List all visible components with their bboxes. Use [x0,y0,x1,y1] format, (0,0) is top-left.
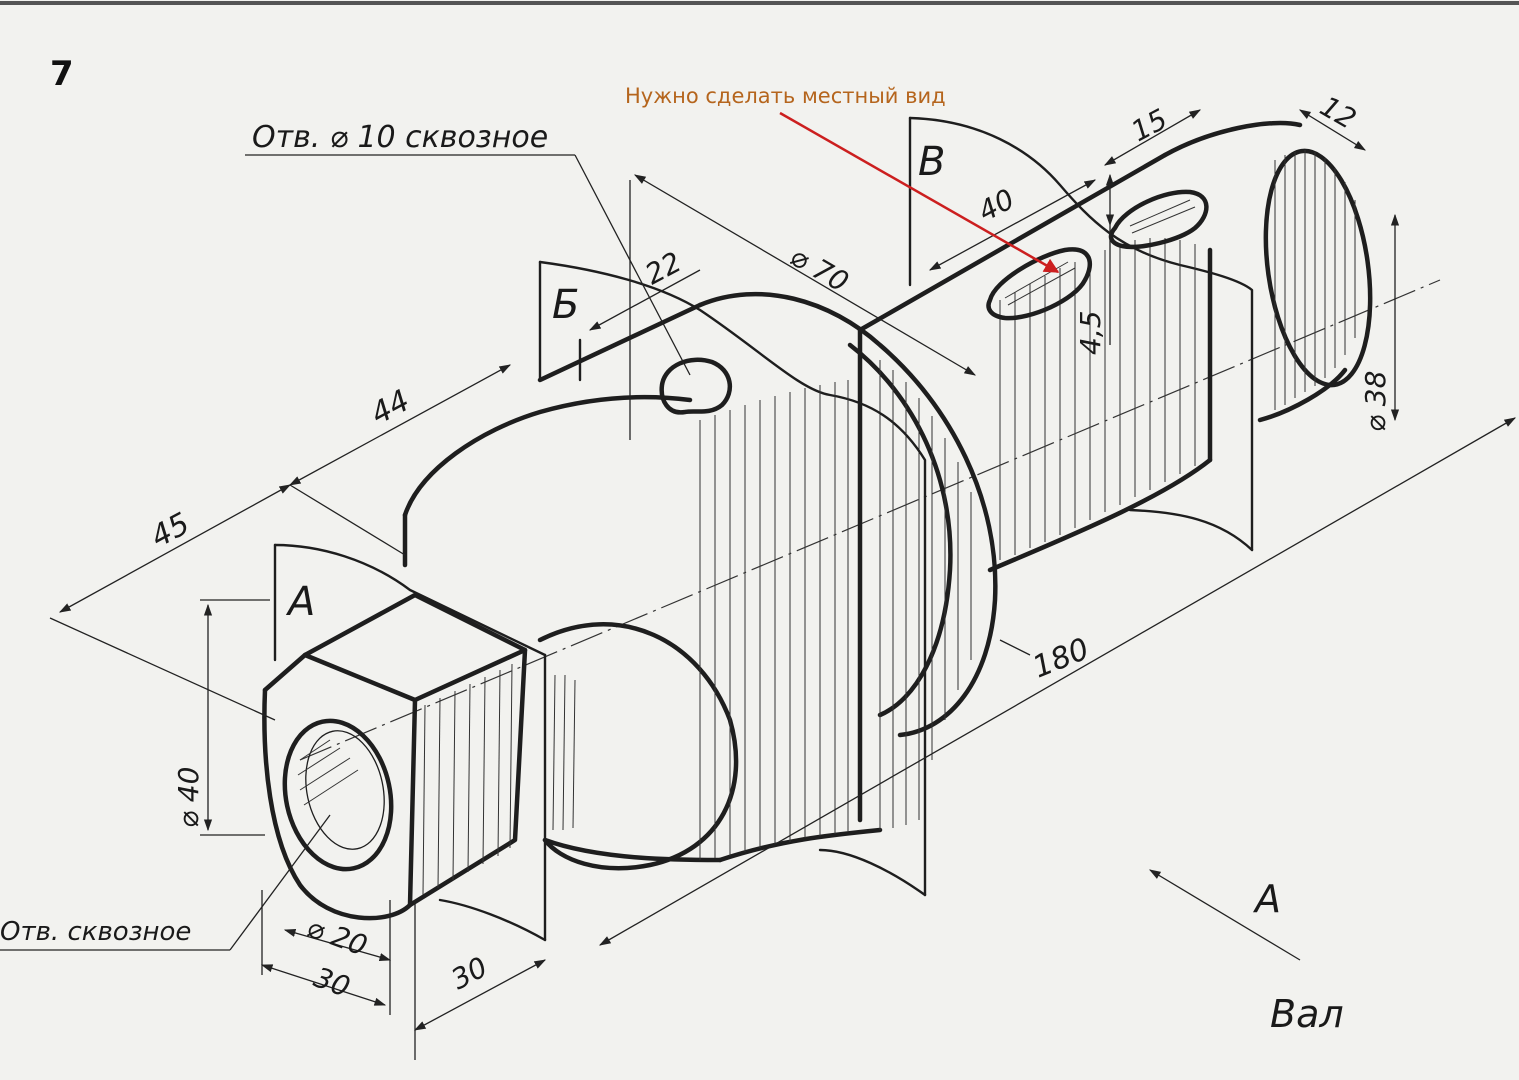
dim-44: 44 [365,383,415,432]
plane-label-v: В [918,139,945,185]
task-number: 7 [50,54,74,94]
flange-d70 [537,291,998,863]
dim-45: 45 [145,506,195,555]
dim-12: 12 [1315,89,1362,135]
right-end-cylinder [1162,120,1373,423]
key-slot-right [1108,189,1209,250]
dim-15: 15 [1126,102,1173,148]
dim-30-bottom: 30 [446,950,493,996]
dim-180: 180 [1028,632,1094,686]
hole-d10 [659,357,733,415]
label-hole-front: Отв. сквозное [0,917,191,947]
label-hole-top: Отв. ⌀ 10 сквозное [252,120,548,155]
hex-part [262,592,576,921]
view-arrow-label: А [1252,877,1281,921]
plane-label-b: Б [552,282,579,328]
annotation-arrow [779,111,1060,274]
dim-d70: ⌀ 70 [785,239,855,298]
dim-d40: ⌀ 40 [172,767,205,828]
annotation-note: Нужно сделать местный вид [625,84,946,108]
main-cylinder [402,357,849,871]
dim-d38: ⌀ 38 [1359,371,1392,432]
plane-label-a: А [285,579,315,625]
middle-shaft [857,152,1213,573]
shaft-axis [299,279,1441,761]
part-name: Вал [1270,992,1344,1036]
dim-4-5: 4,5 [1074,310,1107,355]
dimension-lines [0,109,1517,1060]
dim-30-front: 30 [310,961,355,1004]
dim-40-length: 40 [973,182,1020,228]
bore [282,718,394,872]
